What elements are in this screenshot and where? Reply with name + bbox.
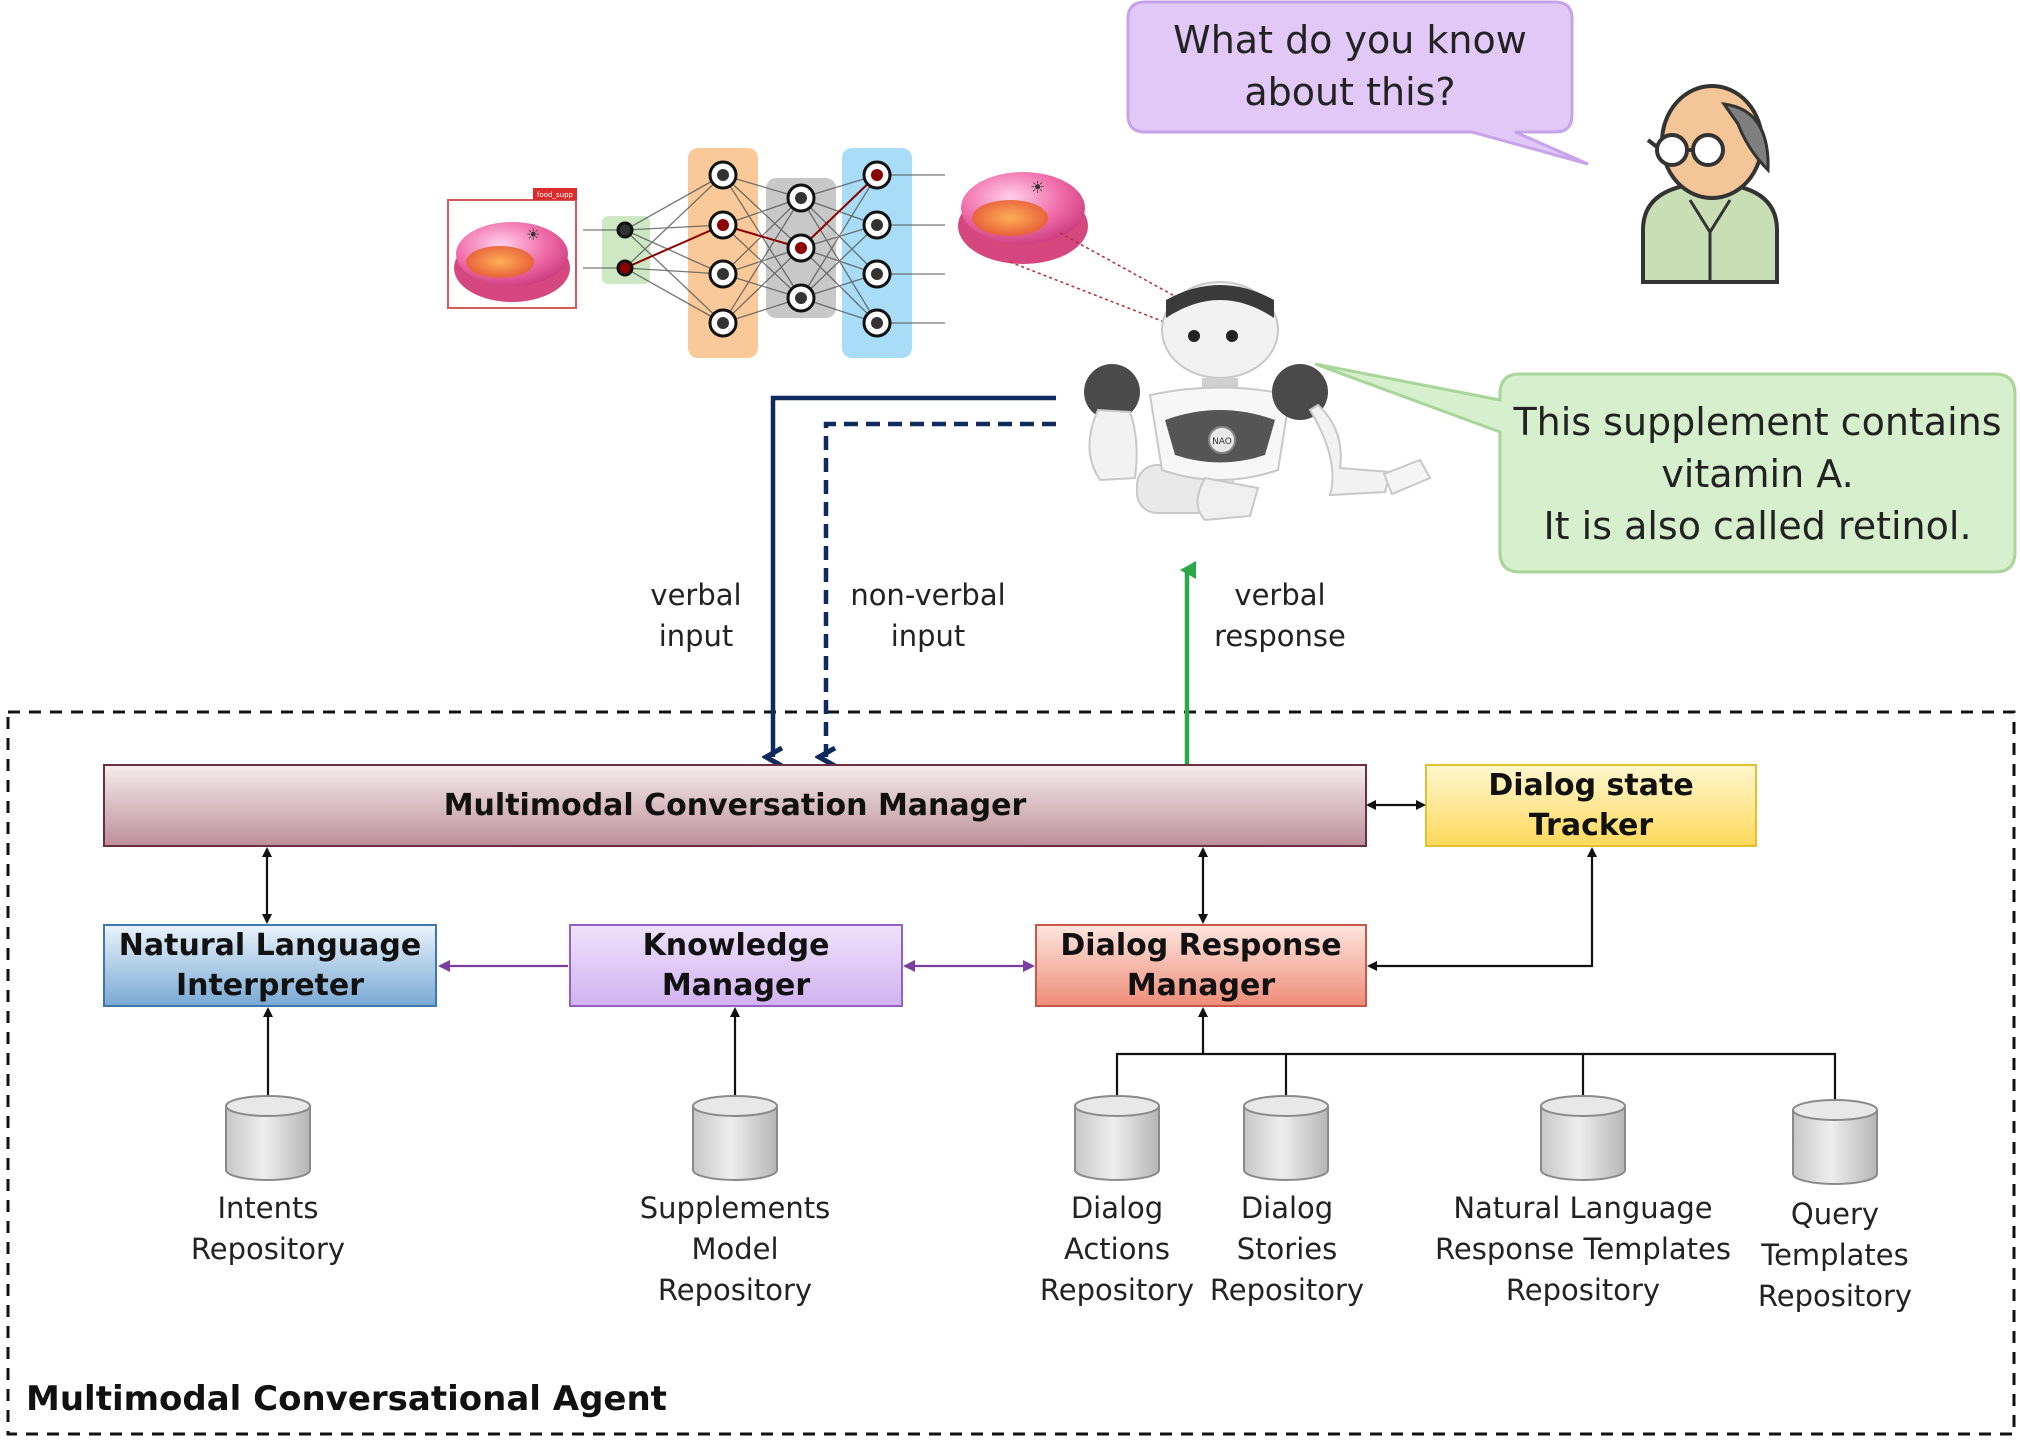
robot-answer: This supplement contains vitamin A. It i… bbox=[1500, 396, 2015, 552]
svg-text:☀: ☀ bbox=[526, 225, 540, 244]
dialog-response-manager-shape bbox=[1035, 924, 1367, 1007]
agent-title: Multimodal Conversational Agent bbox=[26, 1379, 667, 1419]
box-label: Interpreter bbox=[175, 967, 365, 1003]
intents-repository-label: Intents Repository bbox=[168, 1188, 368, 1270]
verbal-input-label: verbal input bbox=[616, 575, 776, 657]
database-icon bbox=[1074, 1095, 1160, 1181]
database-icon bbox=[692, 1095, 778, 1181]
box-label: Natural Language bbox=[118, 927, 422, 963]
knowledge-manager-shape bbox=[569, 924, 903, 1007]
repo-line: Repository bbox=[657, 1273, 813, 1307]
supplement-image-right: ☀ bbox=[958, 172, 1088, 264]
database-icon bbox=[1540, 1095, 1626, 1181]
label-line: input bbox=[890, 619, 966, 653]
repo-line: Repository bbox=[190, 1232, 346, 1266]
database-icon bbox=[1243, 1095, 1329, 1181]
robot-answer-line: This supplement contains bbox=[1513, 400, 2002, 444]
box-label: Manager bbox=[1126, 967, 1276, 1003]
repo-line: Model bbox=[691, 1232, 779, 1266]
dialog-actions-repository-label: Dialog Actions Repository bbox=[1032, 1188, 1202, 1311]
box-label: Knowledge bbox=[642, 927, 830, 963]
svg-text:☀: ☀ bbox=[1030, 178, 1045, 198]
nn-nodes bbox=[616, 160, 892, 338]
robot-badge: NAO bbox=[1212, 437, 1232, 447]
nonverbal-input-arrow bbox=[826, 421, 1056, 757]
repo-line: Repository bbox=[1757, 1279, 1913, 1313]
detection-tag-text: food_supp bbox=[537, 191, 574, 199]
detection-tag bbox=[533, 188, 577, 200]
repo-line: Repository bbox=[1039, 1273, 1195, 1307]
nonverbal-input-label: non-verbal input bbox=[838, 575, 1018, 657]
dialog-state-tracker-shape bbox=[1425, 764, 1757, 847]
supplements-repository-label: Supplements Model Repository bbox=[620, 1188, 850, 1311]
dialog-stories-repository-label: Dialog Stories Repository bbox=[1202, 1188, 1372, 1311]
repo-line: Supplements bbox=[639, 1191, 831, 1225]
dialog-response-manager-box: Dialog Response Manager bbox=[1036, 925, 1366, 1006]
user-avatar-icon bbox=[1641, 84, 1779, 284]
supplement-image-left: ☀ bbox=[454, 222, 570, 302]
query-templates-repository-label: Query Templates Repository bbox=[1745, 1194, 1925, 1317]
robot-sight-line bbox=[1009, 261, 1191, 333]
repo-line: Intents bbox=[217, 1191, 319, 1225]
box-label: Dialog Response bbox=[1060, 927, 1342, 963]
box-label: Multimodal Conversation Manager bbox=[443, 787, 1027, 823]
dialog-state-tracker-box: Dialog state Tracker bbox=[1426, 765, 1756, 846]
label-line: response bbox=[1214, 619, 1346, 653]
database-icon bbox=[1792, 1099, 1878, 1185]
internal-connectors bbox=[262, 800, 1837, 1100]
nl-interpreter-box: Natural Language Interpreter bbox=[104, 925, 436, 1006]
neural-network-illustration: food_supp ☀ bbox=[447, 148, 945, 358]
repo-line: Templates bbox=[1761, 1238, 1909, 1272]
repo-line: Natural Language bbox=[1453, 1191, 1713, 1225]
repo-line: Repository bbox=[1209, 1273, 1365, 1307]
repo-line: Response Templates bbox=[1435, 1232, 1731, 1266]
box-label: Dialog state bbox=[1488, 767, 1694, 803]
repo-line: Dialog bbox=[1070, 1191, 1164, 1225]
nl-interpreter-shape bbox=[103, 924, 437, 1007]
user-question: What do you know about this? bbox=[1128, 14, 1572, 118]
robot-speech-bubble bbox=[1314, 362, 2017, 574]
verbal-input-arrow bbox=[773, 395, 1056, 757]
repo-line: Dialog bbox=[1240, 1191, 1334, 1225]
user-speech-bubble bbox=[1126, 0, 1589, 166]
user-question-line: about this? bbox=[1244, 70, 1456, 114]
repo-line: Actions bbox=[1064, 1232, 1170, 1266]
repo-line: Query bbox=[1790, 1197, 1880, 1231]
label-line: verbal bbox=[1234, 578, 1326, 612]
user-question-line: What do you know bbox=[1173, 18, 1527, 62]
box-label: Tracker bbox=[1528, 807, 1654, 843]
verbal-response-label: verbal response bbox=[1190, 575, 1370, 657]
knowledge-manager-box: Knowledge Manager bbox=[570, 925, 902, 1006]
repo-line: Stories bbox=[1236, 1232, 1338, 1266]
nao-robot-icon: NAO bbox=[1084, 281, 1432, 522]
label-line: verbal bbox=[650, 578, 742, 612]
conversation-manager-box: Multimodal Conversation Manager bbox=[104, 765, 1366, 846]
box-label: Manager bbox=[661, 967, 811, 1003]
robot-answer-line: It is also called retinol. bbox=[1543, 504, 1972, 548]
label-line: non-verbal bbox=[850, 578, 1006, 612]
database-icon bbox=[225, 1095, 311, 1181]
response-templates-repository-label: Natural Language Response Templates Repo… bbox=[1433, 1188, 1733, 1311]
repo-line: Repository bbox=[1505, 1273, 1661, 1307]
robot-answer-line: vitamin A. bbox=[1661, 452, 1854, 496]
conversation-manager-shape bbox=[103, 764, 1367, 847]
label-line: input bbox=[658, 619, 734, 653]
